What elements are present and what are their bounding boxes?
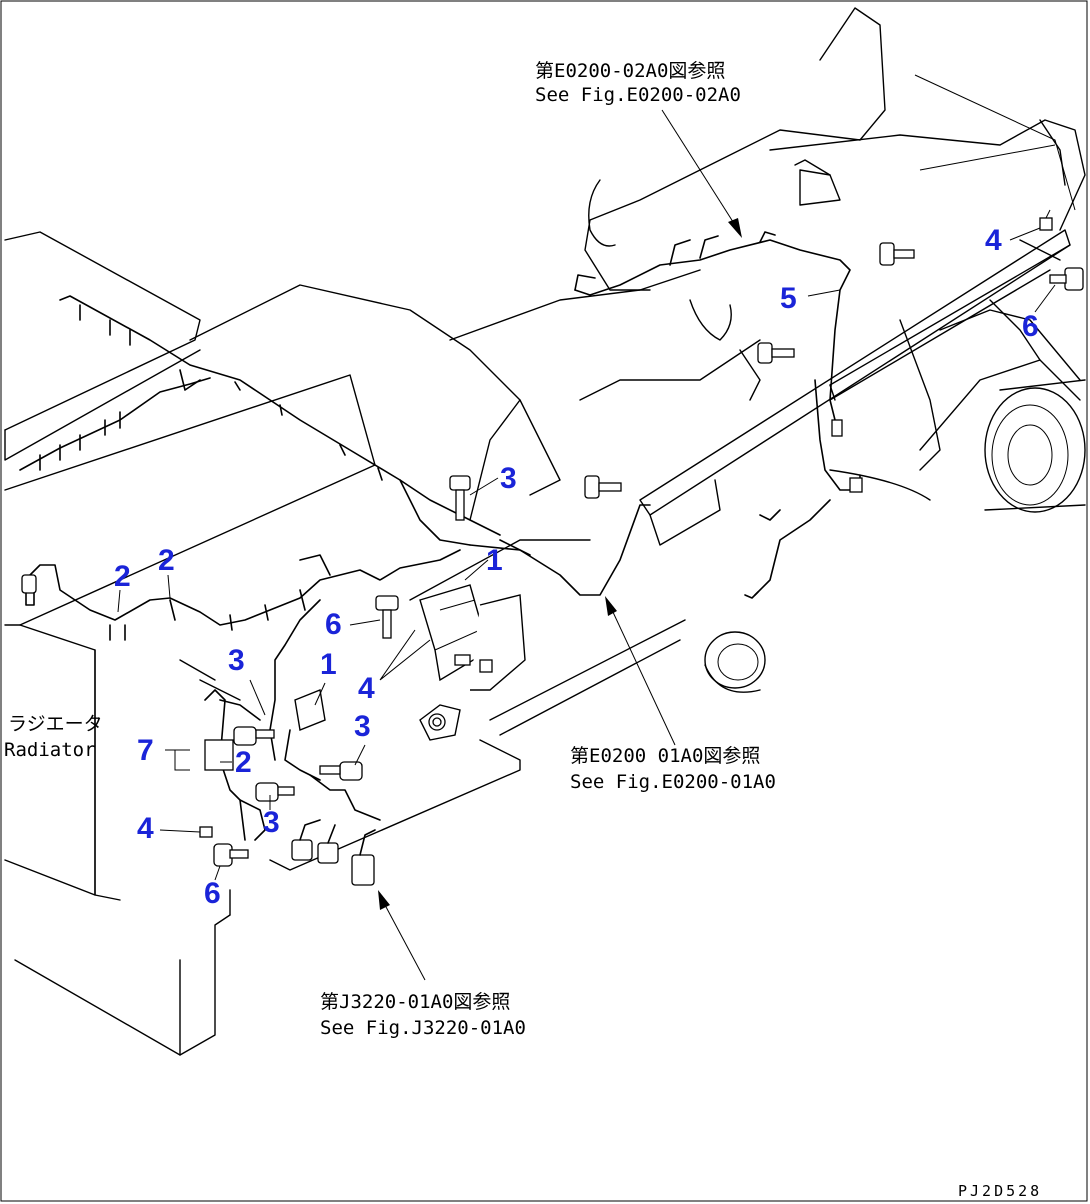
reference-en: See Fig.J3220-01A0: [320, 1017, 526, 1039]
reference-jp: 第E0200 01A0図参照: [570, 745, 760, 767]
callout-7: 7: [137, 734, 154, 767]
bracket-7: [204, 689, 266, 841]
bolts-lower-left: [199, 726, 363, 867]
callout-3: 3: [228, 644, 245, 677]
chassis-frame: [449, 7, 1086, 501]
reference-en: See Fig.E0200-02A0: [535, 84, 741, 106]
harness-upper: [19, 295, 651, 596]
callout-6: 6: [1022, 310, 1039, 343]
relays-lower: [291, 819, 376, 886]
callout-2: 2: [158, 544, 175, 577]
callout-1: 1: [320, 648, 337, 681]
callout-6: 6: [325, 608, 342, 641]
bolt-frame-2: [757, 342, 795, 364]
clip-4-right: [1039, 209, 1053, 231]
harness-chassis: [574, 231, 863, 599]
bolt-frame-1: [879, 242, 915, 266]
axle-hub: [984, 379, 1086, 513]
callout-6: 6: [204, 877, 221, 910]
callout-2: 2: [114, 560, 131, 593]
bolt-6-center: [375, 595, 399, 639]
reference-E0200-01A0: 第E0200 01A0図参照 See Fig.E0200-01A0: [570, 596, 776, 793]
bolt-3-top: [449, 475, 471, 521]
callout-4: 4: [358, 672, 375, 705]
radiator-block: [4, 231, 686, 1056]
reference-jp: 第J3220-01A0図参照: [320, 991, 510, 1013]
reference-E0200-02A0: 第E0200-02A0図参照 See Fig.E0200-02A0: [535, 60, 742, 238]
diagram-code: PJ2D528: [958, 1182, 1042, 1200]
bolt-6-right: [1049, 267, 1084, 291]
bolt-frame-3: [584, 475, 622, 499]
radiator-label: ラジエータ Radiator: [4, 713, 103, 761]
callout-2: 2: [235, 746, 252, 779]
callout-4: 4: [985, 224, 1002, 257]
callout-labels: 3 1 2 2 6 3 1 4 3 7 2 3 4 6 5 4 6: [114, 224, 1039, 910]
callout-1: 1: [486, 544, 503, 577]
reference-jp: 第E0200-02A0図参照: [535, 60, 725, 82]
frame-rail: [639, 74, 1076, 546]
air-chamber: [704, 631, 766, 693]
callout-4: 4: [137, 812, 154, 845]
relay-bracket: [419, 584, 526, 741]
callout-3: 3: [500, 462, 517, 495]
callout-5: 5: [780, 282, 797, 315]
radiator-jp: ラジエータ: [8, 713, 103, 735]
callout-3: 3: [354, 710, 371, 743]
callout-3: 3: [263, 806, 280, 839]
reference-J3220-01A0: 第J3220-01A0図参照 See Fig.J3220-01A0: [320, 890, 526, 1039]
callout-leaders: [117, 227, 1056, 881]
reference-en: See Fig.E0200-01A0: [570, 771, 776, 793]
radiator-en: Radiator: [4, 739, 96, 761]
